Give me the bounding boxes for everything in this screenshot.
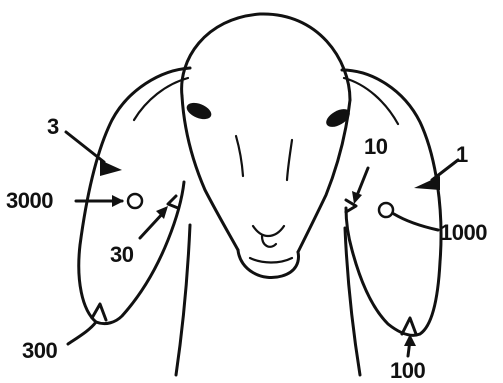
left-ear-notch-bottom bbox=[92, 304, 106, 320]
nose-line bbox=[253, 226, 284, 236]
muzzle bbox=[238, 250, 298, 278]
label-right-bottom: 100 bbox=[390, 358, 425, 383]
chin-line bbox=[250, 258, 292, 263]
face-line-left bbox=[236, 136, 243, 176]
left-ear bbox=[79, 68, 190, 324]
left-eye-icon bbox=[184, 100, 213, 123]
arrow-1000 bbox=[394, 214, 438, 230]
right-ear-outline bbox=[342, 70, 441, 335]
face-line-right bbox=[287, 140, 292, 180]
label-left-hole: 3000 bbox=[6, 188, 53, 213]
label-right-top: 1 bbox=[456, 142, 468, 167]
label-left-bottom: 300 bbox=[22, 338, 57, 363]
label-left-notch-mid: 30 bbox=[110, 242, 134, 267]
arrow-30 bbox=[140, 212, 164, 238]
left-ear-notch-mid bbox=[168, 196, 178, 208]
right-ear-notch-bottom bbox=[402, 318, 416, 334]
head-outline-top bbox=[182, 14, 350, 100]
label-right-notch-mid: 10 bbox=[364, 134, 388, 159]
left-ear-hole bbox=[128, 194, 142, 208]
goat-head bbox=[182, 14, 353, 278]
label-left-top: 3 bbox=[47, 114, 59, 139]
label-right-hole: 1000 bbox=[440, 220, 487, 245]
arrow-3000-head bbox=[112, 195, 124, 207]
neck-left-line bbox=[176, 225, 190, 375]
right-ear bbox=[342, 70, 441, 335]
arrow-3 bbox=[66, 132, 104, 162]
right-ear-hole bbox=[379, 203, 393, 217]
arrow-300 bbox=[68, 322, 96, 344]
mouth-line bbox=[262, 236, 276, 247]
